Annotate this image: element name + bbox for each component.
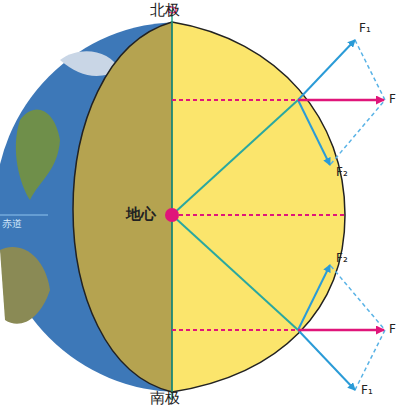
force-label: F₂ <box>336 166 348 178</box>
force-label: F₁ <box>359 22 371 34</box>
force-label: F₂ <box>336 252 348 264</box>
cut-face-left <box>73 22 172 392</box>
equator-line <box>0 215 48 216</box>
pole-label: 北极 <box>150 3 180 18</box>
earth-axis <box>171 10 173 400</box>
equator-label: 赤道 <box>2 219 22 229</box>
pole-label: 南极 <box>150 391 180 406</box>
center-label: 地心 <box>126 207 156 222</box>
radius-lines <box>172 100 298 330</box>
parallelogram <box>330 40 385 390</box>
resultant-forces <box>298 100 384 330</box>
component-forces <box>298 40 355 390</box>
earth-center-dot <box>165 208 179 222</box>
globe <box>0 22 172 392</box>
dashed-radii <box>172 100 345 330</box>
force-label: F <box>389 323 396 335</box>
force-label: F₁ <box>361 384 373 396</box>
force-label: F <box>389 93 396 105</box>
